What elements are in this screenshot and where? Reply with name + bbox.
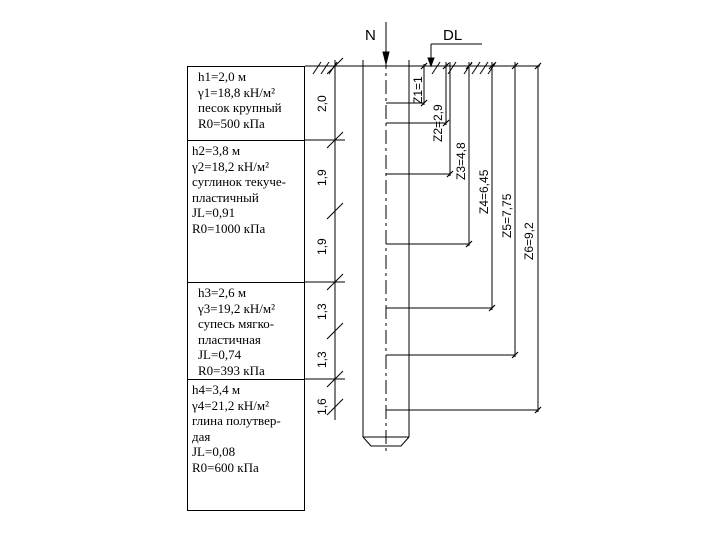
thickness-dimension-line xyxy=(305,57,345,420)
ground-level-label: DL xyxy=(443,27,463,44)
layer-3-line-4: пластичная xyxy=(198,331,261,347)
layer-4-line-2: γ4=21,2 кН/м² xyxy=(192,397,270,413)
layer-3-box: h3=2,6 м γ3=19,2 кН/м² супесь мягко- пла… xyxy=(187,282,305,380)
layer-4-line-4: дая xyxy=(192,428,211,444)
layer-3-line-3: супесь мягко- xyxy=(198,316,275,331)
layer-2-line-3: суглинок текуче- xyxy=(192,174,286,189)
layer-1-line-3: песок крупный xyxy=(198,100,282,115)
depth-label-z3: Z3=4,8 xyxy=(454,142,468,180)
load-arrow xyxy=(382,22,390,65)
depth-label-z6: Z6=9,2 xyxy=(522,222,536,260)
layer-3-line-1: h3=2,6 м xyxy=(198,285,247,300)
layer-3-line-2: γ3=19,2 кН/м² xyxy=(198,300,276,316)
layer-2-line-1: h2=3,8 м xyxy=(192,143,241,158)
layer-4-line-1: h4=3,4 м xyxy=(192,382,241,397)
load-label: N xyxy=(365,27,376,44)
thickness-label-1: 2,0 xyxy=(315,95,329,112)
layer-2-line-5: JL=0,91 xyxy=(192,205,236,220)
dl-marker xyxy=(427,43,482,68)
layer-2-line-4: пластичный xyxy=(192,189,259,205)
depth-label-z2: Z2=2,9 xyxy=(431,104,445,142)
layer-4-box: h4=3,4 м γ4=21,2 кН/м² глина полутвер- д… xyxy=(187,379,305,511)
layer-3-line-5: JL=0,74 xyxy=(198,347,242,362)
layer-1-line-4: R0=500 кПа xyxy=(198,115,265,131)
layer-1-line-2: γ1=18,8 кН/м² xyxy=(198,84,276,100)
thickness-label-4: 1,3 xyxy=(315,303,329,320)
layer-3-line-6: R0=393 кПа xyxy=(198,362,265,378)
depth-label-z5: Z5=7,75 xyxy=(500,193,514,238)
thickness-label-3: 1,9 xyxy=(315,238,329,255)
layer-4-line-3: глина полутвер- xyxy=(192,413,281,428)
layer-4-line-5: JL=0,08 xyxy=(192,444,236,459)
layer-2-line-6: R0=1000 кПа xyxy=(192,220,266,236)
layer-1-line-1: h1=2,0 м xyxy=(198,69,247,84)
layer-2-line-2: γ2=18,2 кН/м² xyxy=(192,158,270,174)
depth-label-z4: Z4=6,45 xyxy=(477,169,491,214)
thickness-label-6: 1,6 xyxy=(315,398,329,415)
layer-1-box: h1=2,0 м γ1=18,8 кН/м² песок крупный R0=… xyxy=(187,66,305,141)
depth-leaders xyxy=(386,62,542,414)
thickness-label-5: 1,3 xyxy=(315,351,329,368)
depth-label-z1: Z1=1 xyxy=(411,76,425,104)
layer-4-line-6: R0=600 кПа xyxy=(192,459,259,475)
thickness-label-2: 1,9 xyxy=(315,169,329,186)
layer-2-box: h2=3,8 м γ2=18,2 кН/м² суглинок текуче- … xyxy=(187,140,305,283)
